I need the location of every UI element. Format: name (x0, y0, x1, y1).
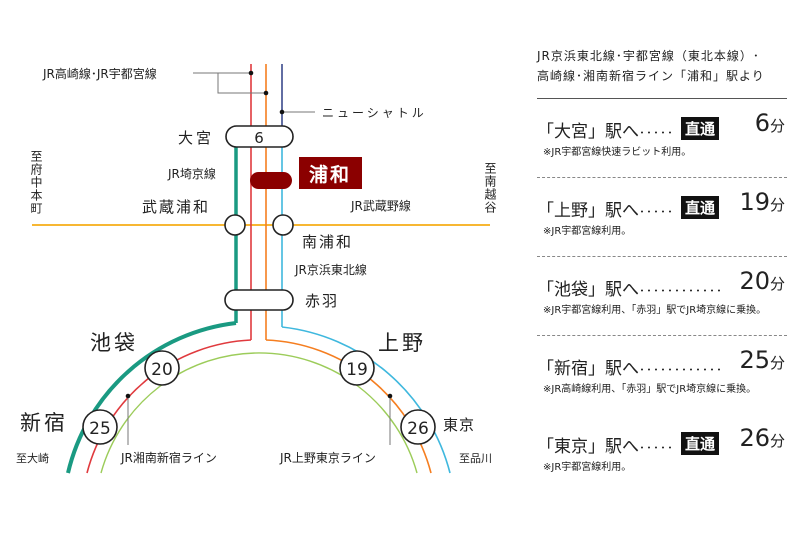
takasaki-utsunomiya-label: JR高崎線･JR宇都宮線 (42, 66, 157, 81)
tokyo-station-name: 東京 (443, 416, 475, 434)
entry-dots: ･････ (639, 126, 675, 140)
travel-entry-omiya: 「大宮」駅へ･････ 直通 6分 ※JR宇都宮線快速ラビット利用。 (537, 99, 787, 178)
minutes-unit: 分 (769, 354, 785, 372)
urawa-station-marker[interactable] (250, 172, 292, 189)
saikyo-line-label: JR埼京線 (167, 166, 216, 181)
minami-urawa-station-name: 南浦和 (302, 233, 353, 251)
musashi-urawa-station-marker[interactable] (224, 214, 246, 236)
leader-dot (248, 70, 254, 76)
entry-destination: 「上野」駅へ (537, 201, 639, 221)
ikebukuro-station-name: 池袋 (90, 331, 138, 355)
omiya-station-name: 大宮 (178, 129, 214, 147)
akabane-station-name: 赤羽 (305, 292, 339, 310)
entry-minutes: 20分 (739, 267, 785, 295)
to-shinagawa-label: 至品川 (459, 452, 492, 465)
to-minamikoshigaya-label: 至南越谷 (483, 162, 497, 214)
urawa-label-box (299, 157, 362, 189)
travel-entry-tokyo: 「東京」駅へ･････ 直通 26分 ※JR宇都宮線利用。 (537, 414, 787, 492)
travel-entry-shinjuku: 「新宿」駅へ････････････ 25分 ※JR高崎線利用、「赤羽」駅でJR… (537, 336, 787, 414)
entry-minutes: 25分 (739, 346, 785, 374)
travel-entry-ikebukuro: 「池袋」駅へ････････････ 20分 ※JR宇都宮線利用、「赤羽」駅でJ… (537, 257, 787, 336)
ueno-tokyo-label: JR上野東京ライン (279, 451, 376, 465)
keihin-tohoku-arc (281, 326, 451, 474)
panel-header-line2: 高崎線･湘南新宿ライン「浦和」駅より (537, 69, 765, 83)
takasaki-utsunomiya-leader (193, 72, 266, 94)
omiya-station-marker[interactable] (225, 125, 294, 148)
panel-divider (537, 98, 787, 99)
urawa-station-name: 浦和 (309, 163, 351, 186)
minutes-value: 26 (739, 424, 770, 452)
minutes-value: 25 (739, 346, 770, 374)
entry-dots: ･････ (639, 205, 675, 219)
entry-destination: 「大宮」駅へ (537, 122, 639, 142)
shinjuku-minutes: 25 (89, 419, 111, 439)
leader-dot (279, 109, 285, 115)
entry-destination: 「東京」駅へ (537, 437, 639, 457)
minami-urawa-station-marker[interactable] (272, 214, 294, 236)
tokyo-station-marker[interactable] (400, 409, 436, 445)
minutes-value: 20 (739, 267, 770, 295)
saikyo-arc (66, 321, 237, 474)
keihin-tohoku-line-label: JR京浜東北線 (294, 262, 367, 277)
ueno-station-name: 上野 (378, 331, 426, 355)
leader-dot (387, 393, 393, 399)
ueno-minutes: 19 (346, 360, 368, 380)
entry-destination: 「新宿」駅へ (537, 359, 639, 379)
ueno-station-marker[interactable] (339, 350, 375, 386)
entry-destination: 「池袋」駅へ (537, 280, 639, 300)
entry-minutes: 19分 (739, 188, 785, 216)
direct-badge: 直通 (681, 432, 720, 455)
entry-minutes: 26分 (739, 424, 785, 452)
direct-badge: 直通 (681, 117, 720, 140)
shinjuku-station-marker[interactable] (82, 409, 118, 445)
entry-note: ※JR高崎線利用、「赤羽」駅でJR埼京線に乗換。 (543, 384, 757, 395)
minutes-value: 6 (754, 109, 770, 137)
tokyo-minutes: 26 (407, 419, 429, 439)
ikebukuro-minutes: 20 (151, 360, 173, 380)
to-fuchuhonmachi-label: 至府中本町 (29, 150, 43, 215)
entry-minutes: 6分 (755, 109, 785, 137)
new-shuttle-label: ニューシャトル (322, 106, 427, 120)
entry-note: ※JR宇都宮線利用。 (543, 462, 632, 473)
minutes-unit: 分 (769, 196, 785, 214)
musashi-urawa-station-name: 武蔵浦和 (142, 198, 210, 216)
omiya-minutes: 6 (254, 129, 264, 147)
minutes-value: 19 (739, 188, 770, 216)
to-osaki-label: 至大崎 (16, 451, 49, 465)
shonan-shinjuku-label: JR湘南新宿ライン (120, 450, 217, 465)
musashino-line-label: JR武蔵野線 (350, 198, 411, 213)
minutes-unit: 分 (769, 432, 785, 450)
direct-badge: 直通 (681, 196, 720, 219)
leader-dot (125, 393, 131, 399)
entry-dots: ････････････ (639, 363, 724, 377)
shonan-shinjuku-arc (100, 352, 418, 474)
leader-dot (263, 90, 269, 96)
panel-header-line1: JR京浜東北線･宇都宮線（東北本線）･ (537, 49, 760, 63)
ikebukuro-station-marker[interactable] (144, 350, 180, 386)
travel-entry-ueno: 「上野」駅へ･････ 直通 19分 ※JR宇都宮線利用。 (537, 178, 787, 257)
akabane-station-marker[interactable] (224, 289, 294, 311)
entry-dots: ････････････ (639, 284, 724, 298)
minutes-unit: 分 (769, 117, 785, 135)
shinjuku-station-name: 新宿 (20, 411, 68, 435)
minutes-unit: 分 (769, 275, 785, 293)
entry-note: ※JR宇都宮線利用、「赤羽」駅でJR埼京線に乗換。 (543, 305, 767, 316)
travel-time-panel: JR京浜東北線･宇都宮線（東北本線）･ 高崎線･湘南新宿ライン「浦和」駅より 「… (537, 46, 787, 492)
entry-note: ※JR宇都宮線利用。 (543, 226, 632, 237)
entry-dots: ･････ (639, 441, 675, 455)
entry-note: ※JR宇都宮線快速ラビット利用。 (543, 147, 692, 158)
